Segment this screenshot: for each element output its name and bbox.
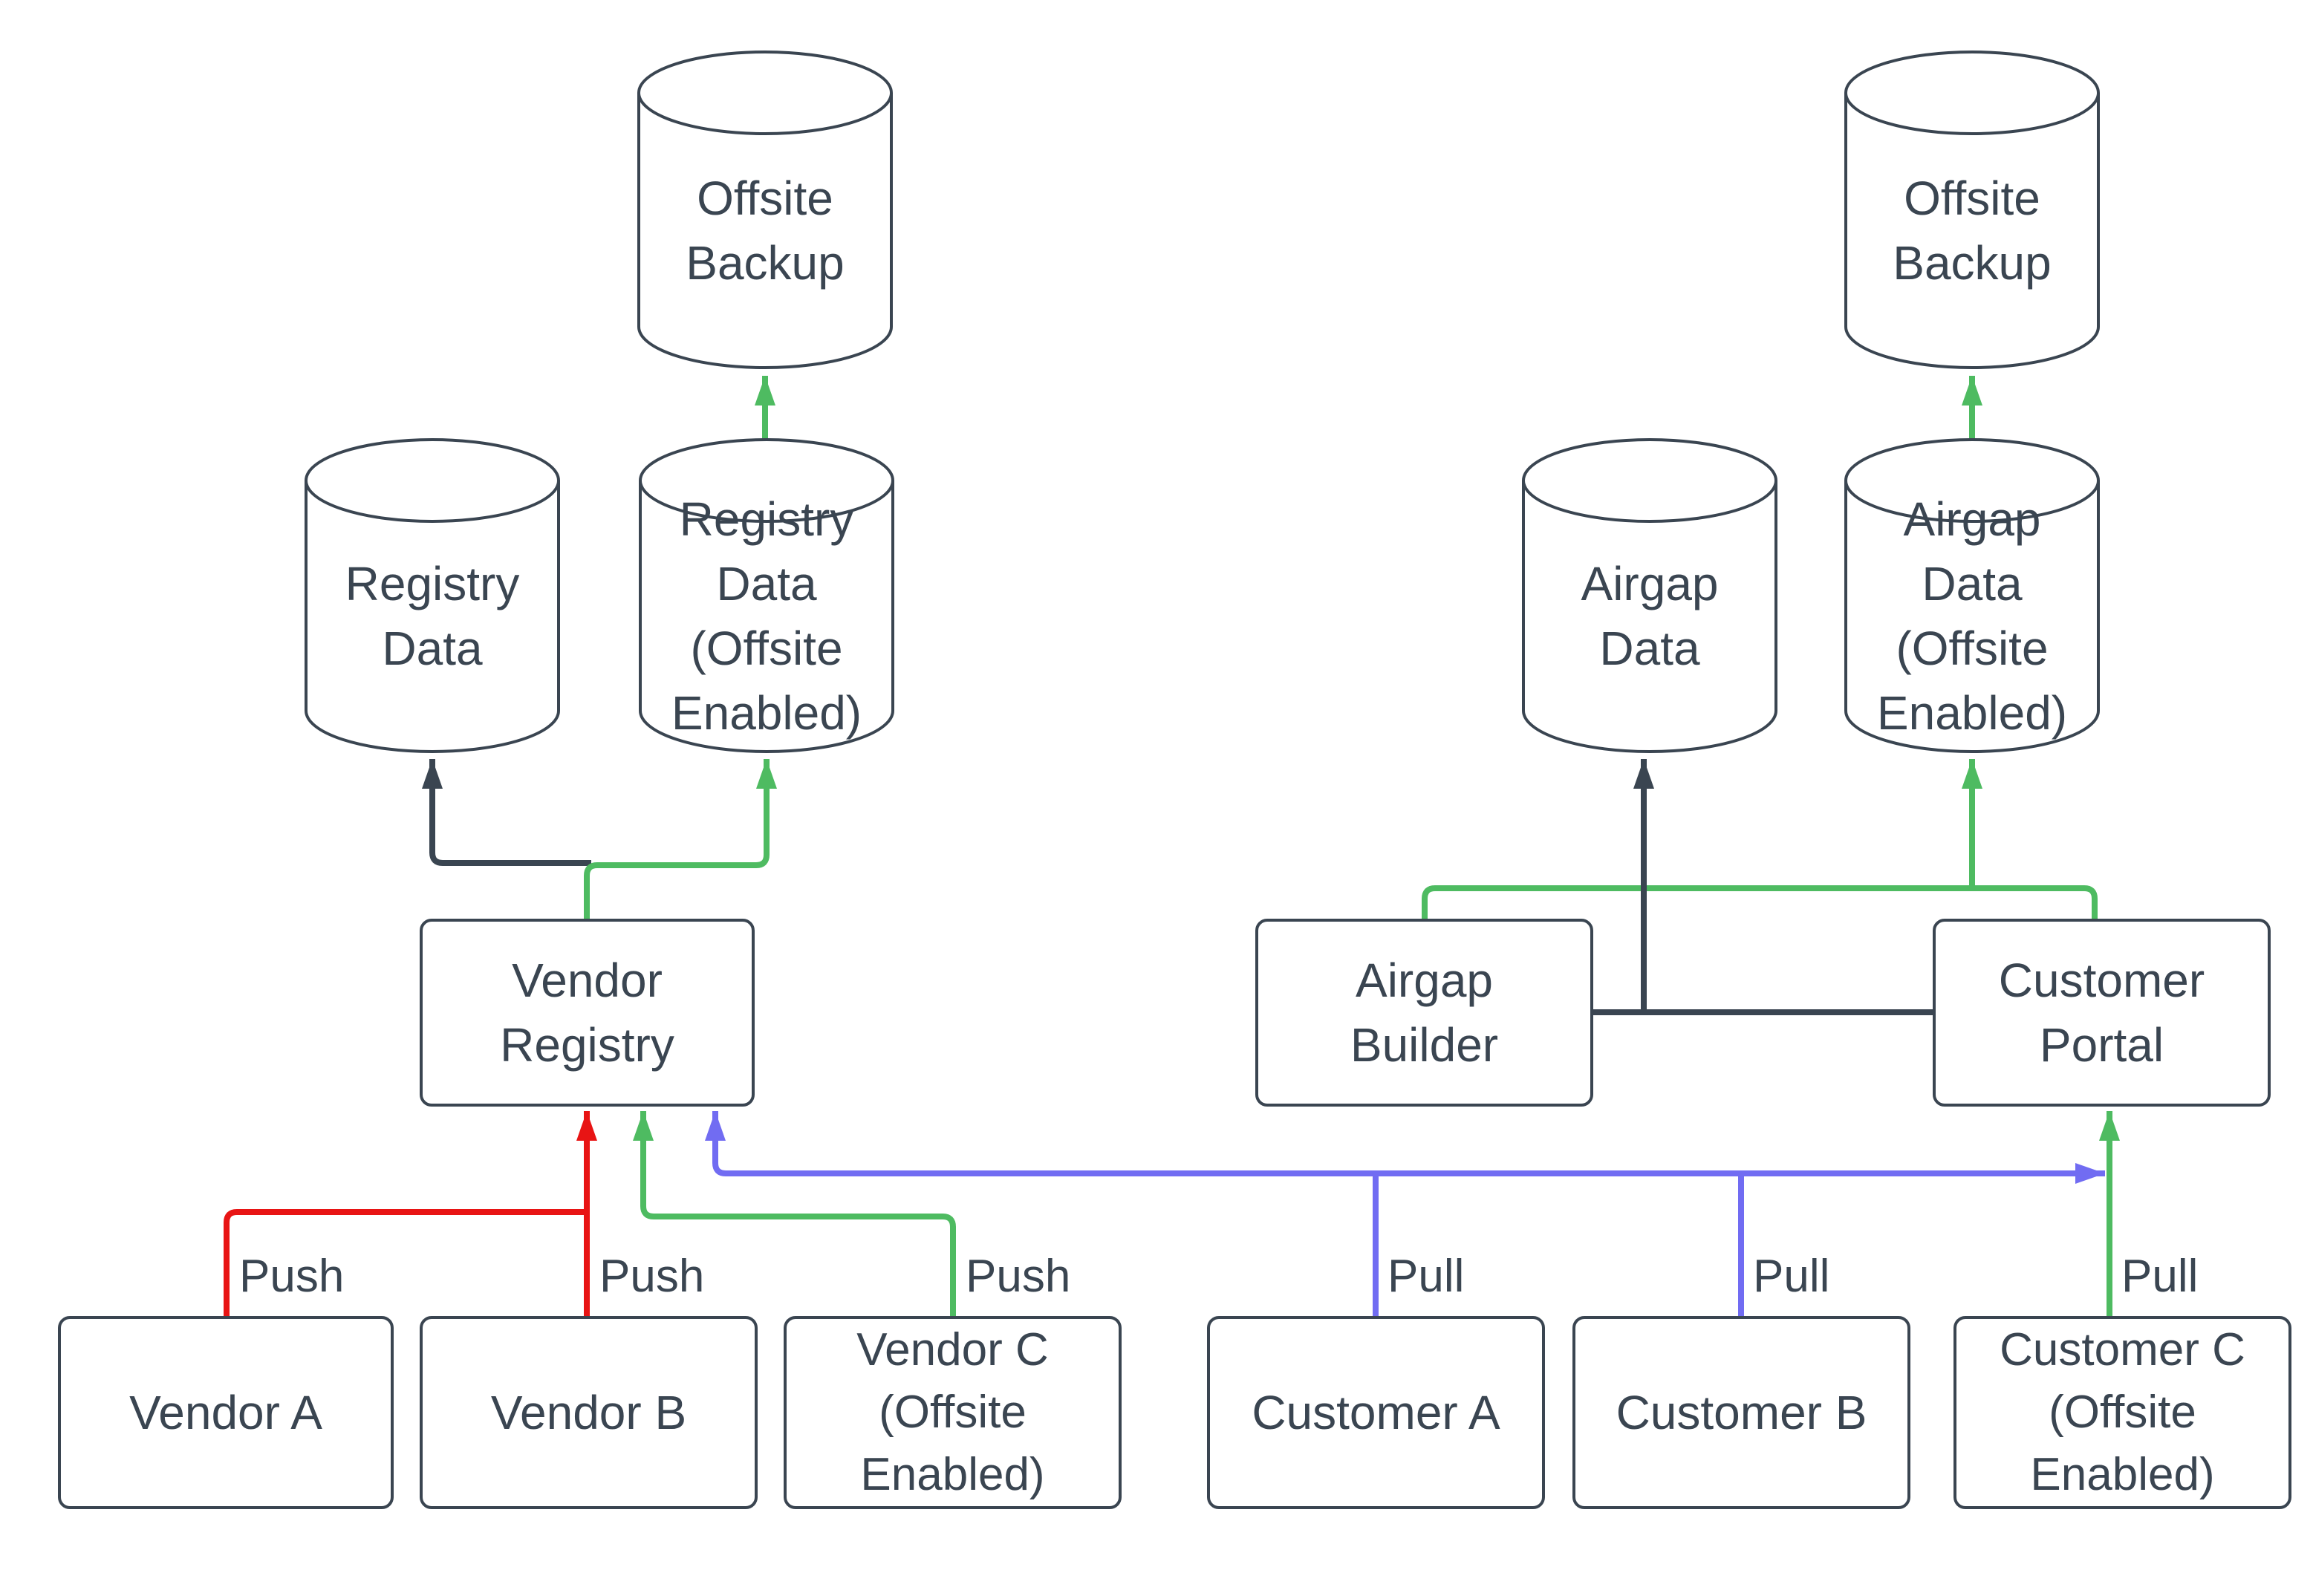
node-customer-a: Customer A <box>1207 1316 1545 1509</box>
label-registry-data-offsite: Registry Data (Offsite Enabled) <box>671 492 862 740</box>
label-registry-data: Registry Data <box>345 557 520 675</box>
cylinder-body <box>1844 93 2100 369</box>
cylinder-body <box>1522 481 1777 753</box>
pull-label-customer-c: Pull <box>2121 1251 2199 1302</box>
green-edges-group <box>584 376 2120 1316</box>
edge-green-builder-portal-connector <box>1422 885 2098 919</box>
cylinder-offsite-backup-right <box>1844 51 2100 369</box>
cylinder-registry-data <box>305 438 560 753</box>
cylinder-body <box>1844 481 2100 753</box>
dark-airgap-edges-group <box>1593 759 1933 1015</box>
cylinder-registry-data-offsite <box>639 438 894 753</box>
label-airgap-data-offsite: Airgap Data (Offsite Enabled) <box>1876 492 2068 740</box>
label-airgap-data: Airgap Data <box>1581 557 1719 675</box>
cylinder-body <box>637 93 893 369</box>
pull-label-customer-b: Pull <box>1753 1251 1830 1302</box>
pull-label-customer-a: Pull <box>1388 1251 1465 1302</box>
edge-pull-trunk-to-vendor-registry <box>705 1111 2105 1184</box>
push-edges-red-group <box>224 1111 597 1316</box>
label-offsite-backup-right: Offsite Backup <box>1893 171 2052 290</box>
push-label-vendor-a: Push <box>239 1251 345 1302</box>
node-vendor-b: Vendor B <box>420 1316 758 1509</box>
cylinder-top <box>639 438 894 523</box>
cylinder-top <box>1844 438 2100 523</box>
node-customer-c: Customer C (Offsite Enabled) <box>1953 1316 2291 1509</box>
cylinders-group <box>305 51 2100 753</box>
edge-vendor-registry-to-registry-data-offsite <box>584 759 777 919</box>
cylinder-offsite-backup-left <box>637 51 893 369</box>
cylinder-body <box>639 481 894 753</box>
node-airgap-builder: Airgap Builder <box>1255 919 1593 1107</box>
node-vendor-c: Vendor C (Offsite Enabled) <box>784 1316 1122 1509</box>
node-vendor-registry: Vendor Registry <box>420 919 755 1107</box>
push-label-vendor-c: Push <box>966 1251 1071 1302</box>
edge-vendor-c-push <box>633 1111 956 1316</box>
push-label-vendor-b: Push <box>599 1251 705 1302</box>
node-customer-b: Customer B <box>1572 1316 1910 1509</box>
label-offsite-backup-left: Offsite Backup <box>686 171 845 290</box>
cylinder-top <box>1844 51 2100 135</box>
cylinder-airgap-data <box>1522 438 1777 753</box>
cylinder-body <box>305 481 560 753</box>
cylinder-airgap-data-offsite <box>1844 438 2100 753</box>
cylinder-top <box>637 51 893 135</box>
cylinder-top <box>1522 438 1777 523</box>
pull-edges-group <box>705 1111 2105 1316</box>
node-vendor-a: Vendor A <box>58 1316 394 1509</box>
cylinder-top <box>305 438 560 523</box>
node-customer-portal: Customer Portal <box>1933 919 2271 1107</box>
edge-vendor-a-push <box>224 1209 585 1316</box>
edge-vendor-registry-to-registry-data <box>422 759 591 866</box>
